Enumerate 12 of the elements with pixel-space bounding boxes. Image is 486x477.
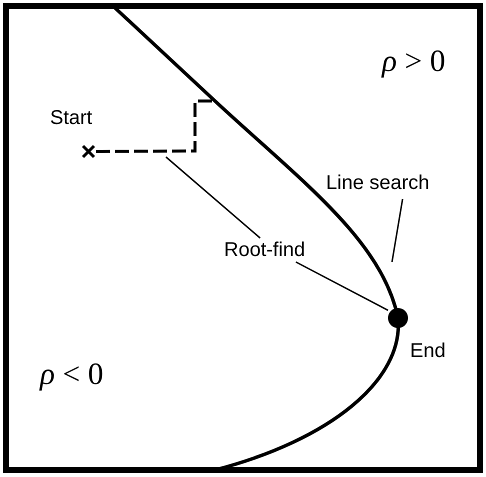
start-marker [81,144,96,159]
region-label: ρ > 0 [382,42,446,80]
callout-label: Root-find [224,238,324,262]
region-label: ρ < 0 [40,355,104,392]
callout-label: Line search [326,171,484,199]
leader-line [296,261,388,311]
leader-line [391,198,404,262]
end-point-dot [388,308,408,328]
search-path [96,100,214,153]
point-label: Start [50,106,92,130]
point-label: End [410,339,446,363]
leader-line [166,156,261,239]
